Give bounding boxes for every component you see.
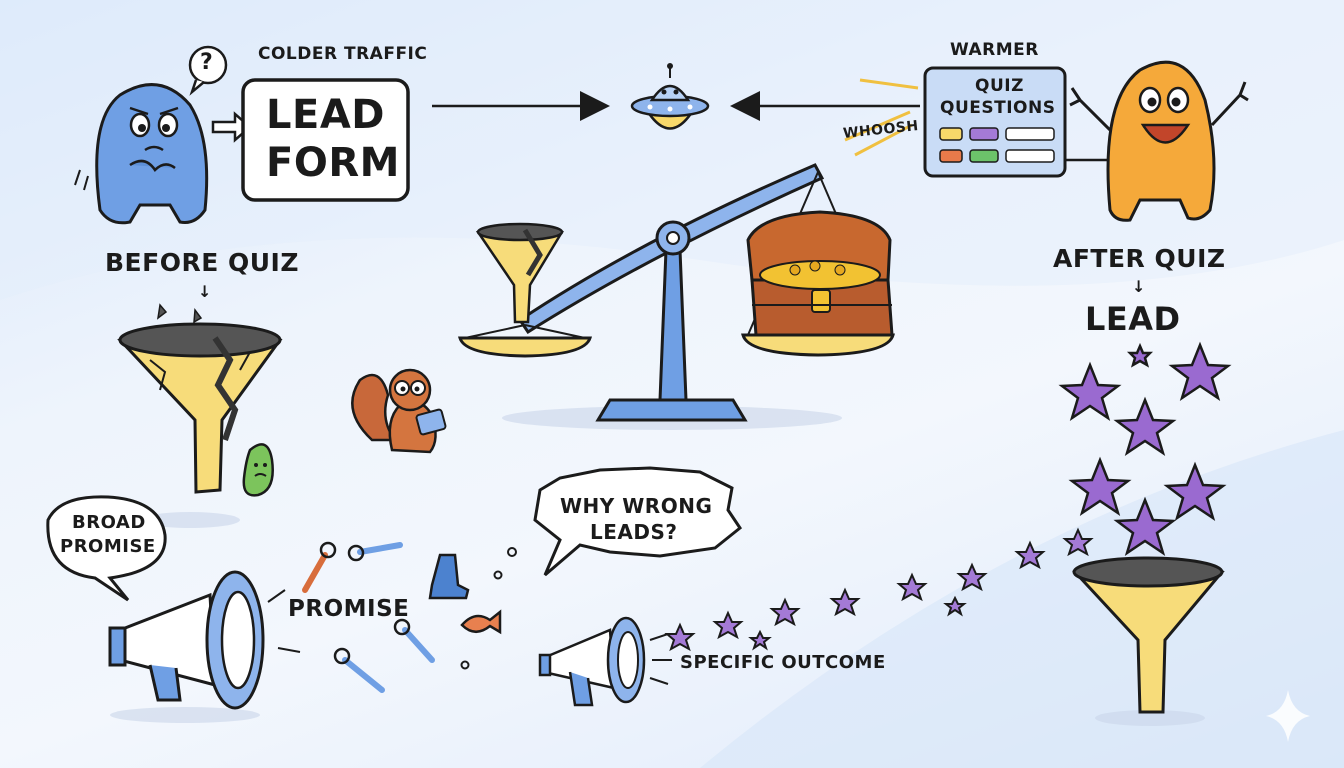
yellow-funnel <box>1072 556 1225 726</box>
green-bean-character <box>242 443 274 497</box>
before-quiz-arrow: ↓ <box>198 282 212 301</box>
lead-form-text-1: LEAD <box>266 92 385 138</box>
ufo-icon <box>630 63 710 130</box>
after-quiz-arrow: ↓ <box>1132 277 1146 296</box>
wrench-icon <box>302 541 337 593</box>
squirrel-with-tablet <box>351 368 447 454</box>
balance-scale <box>457 163 895 430</box>
after-quiz-label: AFTER QUIZ <box>1053 244 1226 273</box>
lead-form-text-2: FORM <box>266 140 400 186</box>
wrench-icon <box>333 647 385 693</box>
megaphone-icon <box>108 570 265 723</box>
broad-promise-text-2: PROMISE <box>60 536 156 557</box>
whoosh-lines <box>844 78 919 157</box>
promise-label: PROMISE <box>288 596 410 622</box>
lead-label: LEAD <box>1085 300 1181 338</box>
why-wrong-leads-text-2: LEADS? <box>590 520 678 544</box>
colder-traffic-label: COLDER TRAFFIC <box>258 44 428 64</box>
why-wrong-leads-bubble <box>533 466 743 577</box>
bg-swoosh-bottom <box>700 430 1344 768</box>
specific-outcome-label: SPECIFIC OUTCOME <box>680 652 886 673</box>
quiz-panel <box>923 66 1110 178</box>
boot-icon <box>428 553 470 600</box>
fish-icon <box>460 609 502 635</box>
lead-form-box <box>241 78 410 202</box>
purple-star-trail <box>664 527 1094 652</box>
sparkle-icon <box>1266 690 1310 742</box>
treasure-chest-icon <box>746 210 894 337</box>
thinking-bubble-icon <box>188 45 228 96</box>
quiz-questions-text-1: QUIZ <box>975 76 1024 96</box>
cracked-funnel <box>117 303 283 528</box>
excited-orange-monster <box>1069 60 1249 222</box>
broad-promise-text-1: BROAD <box>72 512 146 533</box>
quiz-questions-text-2: QUESTIONS <box>940 98 1056 118</box>
wrench-icon <box>393 618 435 663</box>
wrench-icon <box>347 542 403 562</box>
broad-promise-bubble <box>46 495 167 602</box>
question-mark-text: ? <box>200 50 214 75</box>
before-quiz-label: BEFORE QUIZ <box>105 248 299 277</box>
megaphone-icon <box>538 616 672 707</box>
warmer-label: WARMER <box>950 40 1039 60</box>
confused-blue-monster <box>74 83 209 225</box>
purple-star-characters <box>1058 341 1232 556</box>
why-wrong-leads-text-1: WHY WRONG <box>560 494 713 518</box>
